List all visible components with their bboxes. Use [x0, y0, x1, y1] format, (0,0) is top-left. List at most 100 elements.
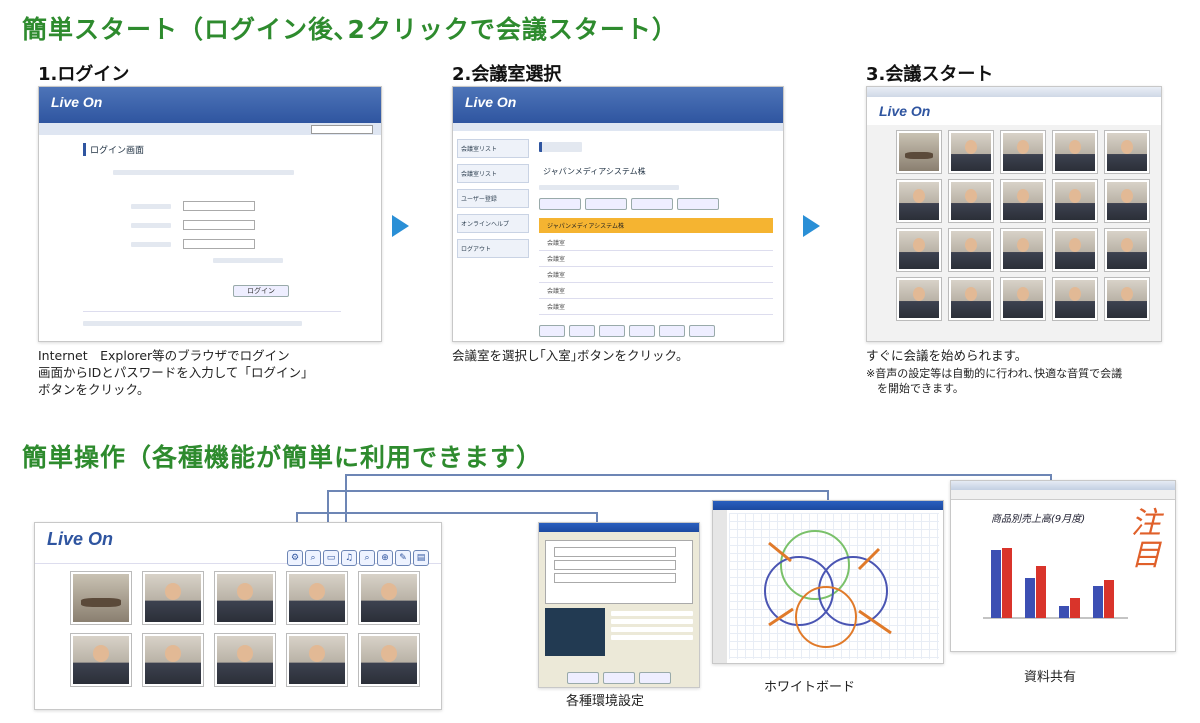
video-grid [867, 125, 1161, 320]
participant-video [143, 572, 203, 624]
highlight-annotation: 注目 [1131, 506, 1161, 573]
language-select [311, 125, 373, 134]
connector-line [327, 490, 827, 492]
whiteboard-icon: ▭ [323, 550, 339, 566]
document-share-icon: ♫ [341, 550, 357, 566]
settings-icon: ⚙ [287, 550, 303, 566]
chart-title: 商品別売上高(9月度) [991, 514, 1086, 525]
conference-screenshot: Live On [866, 86, 1162, 342]
menu-item: 会議室リスト [457, 164, 529, 183]
participant-video [215, 634, 275, 686]
participant-video [949, 180, 993, 222]
group-field [183, 239, 255, 249]
participant-video [71, 572, 131, 624]
user-id-field [183, 201, 255, 211]
connector-line [345, 474, 347, 546]
pen-icon: ✎ [395, 550, 411, 566]
room-row-selected: ジャパンメディアシステム株 [539, 218, 773, 233]
password-field [183, 220, 255, 230]
participant-video [71, 634, 131, 686]
participant-video [287, 634, 347, 686]
liveon-header: Live On [39, 87, 381, 123]
video-grid [35, 564, 441, 686]
search-plus-icon: ⊕ [377, 550, 393, 566]
layout-icon: ▤ [413, 550, 429, 566]
connector-line [345, 474, 1050, 476]
step2-title: 2.会議室選択 [452, 64, 562, 85]
search-icon: ⌕ [359, 550, 375, 566]
footer-links [83, 311, 341, 326]
participant-video [359, 572, 419, 624]
login-panel-title: ログイン画面 [83, 143, 341, 156]
participant-video [949, 278, 993, 320]
room-row: 会議室 [539, 283, 773, 299]
participant-video [359, 634, 419, 686]
instruction-line [113, 170, 294, 175]
participant-video [949, 229, 993, 271]
company-name: ジャパンメディアシステム株 [543, 167, 646, 176]
connector-line [827, 490, 829, 502]
language-bar [39, 123, 381, 135]
participant-video [949, 131, 993, 173]
participant-video [1053, 229, 1097, 271]
whiteboard-label: ホワイトボード [764, 680, 856, 695]
step3-title: 3.会議スタート [866, 64, 994, 85]
settings-label: 各種環境設定 [566, 694, 645, 709]
room-row: 会議室 [539, 299, 773, 315]
step1-title: 1.ログイン [38, 64, 130, 85]
participant-video [1001, 229, 1045, 271]
participant-video [897, 278, 941, 320]
participant-video [143, 634, 203, 686]
liveon-logo: Live On [465, 94, 517, 110]
participant-video [1105, 229, 1149, 271]
participant-video [897, 180, 941, 222]
document-share-window: 商品別売上高(9月度) 注目 [950, 480, 1176, 652]
liveon-logo: Live On [879, 103, 931, 119]
liveon-header: Live On [453, 87, 783, 123]
participant-video [287, 572, 347, 624]
remember-checkbox-line [213, 258, 283, 263]
participant-video [1001, 180, 1045, 222]
participant-video [1105, 278, 1149, 320]
menu-item: ログアウト [457, 239, 529, 258]
participant-video [215, 572, 275, 624]
whiteboard-window [712, 500, 944, 664]
login-button: ログイン [233, 285, 289, 297]
login-screenshot: Live On ログイン画面 ログイン [38, 86, 382, 342]
connector-line [596, 512, 598, 522]
section1-heading: 簡単スタート（ログイン後､2クリックで会議スタート） [22, 15, 678, 44]
next-arrow-icon [803, 215, 820, 237]
participant-video [1105, 131, 1149, 173]
step2-caption: 会議室を選択し｢入室｣ボタンをクリック。 [452, 348, 689, 363]
room-row: 会議室 [539, 267, 773, 283]
step1-caption: Internet Explorer等のブラウザでログイン 画面からIDとパスワー… [38, 348, 314, 397]
next-arrow-icon [392, 215, 409, 237]
participant-video [1053, 278, 1097, 320]
menu-item: オンラインヘルプ [457, 214, 529, 233]
menu-item: 会議室リスト [457, 139, 529, 158]
zoom-icon: ⌕ [305, 550, 321, 566]
menu-item: ユーザー登録 [457, 189, 529, 208]
liveon-main-window: Live On ⚙⌕▭♫⌕⊕✎▤ [34, 522, 442, 710]
document-share-label: 資料共有 [1024, 670, 1077, 685]
whiteboard-canvas [729, 513, 939, 659]
participant-video [1053, 180, 1097, 222]
participant-video [1105, 180, 1149, 222]
room-row: 会議室 [539, 251, 773, 267]
room-list-panel: ジャパンメディアシステム株 ジャパンメディアシステム株 会議室 会議室 会議室 … [533, 131, 783, 337]
room-row: 会議室 [539, 235, 773, 251]
audio-meter [545, 608, 605, 656]
participant-video [1053, 131, 1097, 173]
participant-video [897, 229, 941, 271]
connector-line [296, 512, 596, 514]
sales-chart [983, 548, 1128, 619]
step3-caption: すぐに会議を始められます。 [866, 348, 1028, 363]
participant-video [897, 131, 941, 173]
liveon-logo: Live On [47, 529, 114, 549]
step3-note: ※音声の設定等は自動的に行われ､快適な音質で会議 を開始できます。 [866, 367, 1123, 395]
participant-video [1001, 278, 1045, 320]
room-select-screenshot: Live On 会議室リスト 会議室リスト ユーザー登録 オンラインヘルプ ログ… [452, 86, 784, 342]
connector-line [327, 490, 329, 546]
section2-heading: 簡単操作（各種機能が簡単に利用できます） [22, 443, 543, 472]
participant-video [1001, 131, 1045, 173]
